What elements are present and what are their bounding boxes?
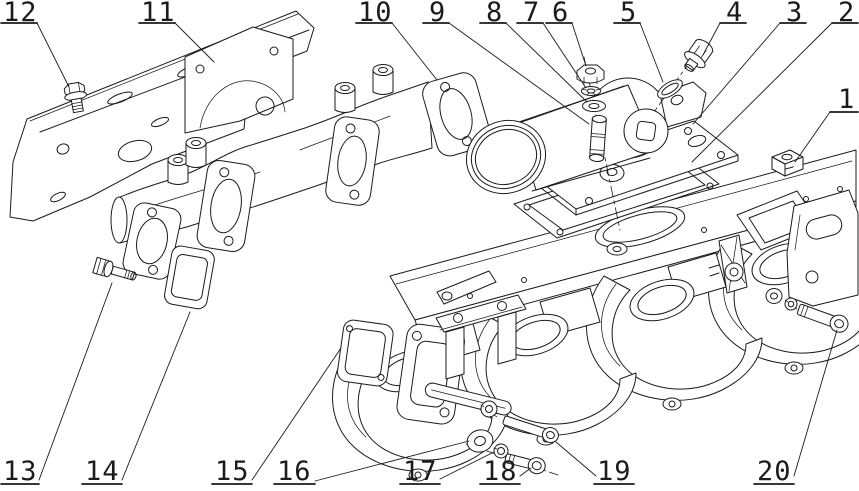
- callout-5-label: 5: [620, 0, 637, 28]
- callout-16-label: 16: [277, 456, 312, 487]
- x-bracket: [708, 234, 748, 294]
- callout-1: 1: [794, 84, 859, 163]
- inlet-pipe-housing: [465, 77, 707, 194]
- hardware-16-19: [465, 415, 559, 476]
- mounting-block-1: [771, 149, 804, 177]
- callout-14-label: 14: [85, 456, 120, 487]
- callout-20-label: 20: [757, 456, 792, 487]
- callout-14: 14: [81, 311, 191, 487]
- callout-13-label: 13: [3, 456, 38, 487]
- shield-bolt: [63, 81, 88, 114]
- callout-15-label: 15: [215, 456, 250, 487]
- callout-17-label: 17: [403, 456, 438, 487]
- callout-19: 19: [555, 441, 635, 487]
- callout-11-label: 11: [141, 0, 176, 28]
- callout-10-label: 10: [358, 0, 393, 28]
- callout-9-label: 9: [429, 0, 446, 28]
- callout-16: 16: [273, 440, 470, 487]
- callout-15: 15: [211, 347, 342, 487]
- callout-6-label: 6: [552, 0, 569, 28]
- intake-gasket-15: [337, 319, 394, 387]
- callout-8-label: 8: [486, 0, 503, 28]
- spring-washer-7: [581, 86, 601, 96]
- short-bolt-18: [504, 453, 546, 475]
- callout-10: 10: [355, 0, 438, 81]
- callout-13: 13: [0, 282, 113, 487]
- seal-washer-5: [657, 79, 683, 99]
- callout-2: 2: [691, 0, 859, 163]
- hex-plug-bolt-4: [684, 38, 714, 72]
- callout-3: 3: [692, 0, 807, 125]
- plug-bolt-group: [653, 38, 714, 113]
- flat-washer-8: [582, 100, 606, 112]
- callout-19-label: 19: [597, 456, 632, 487]
- callout-17: 17: [399, 451, 495, 487]
- callout-12: 12: [0, 0, 70, 88]
- exhaust-manifold: [110, 26, 492, 280]
- callout-12-label: 12: [3, 0, 38, 28]
- long-bolt-19: [502, 415, 559, 444]
- callout-1-label: 1: [838, 84, 855, 115]
- callout-7: 7: [516, 0, 587, 89]
- end-flange: [786, 189, 859, 307]
- hex-nut-6: [576, 64, 605, 85]
- callout-20: 20: [753, 329, 838, 487]
- callout-4: 4: [702, 0, 747, 56]
- callout-9: 9: [422, 0, 590, 125]
- callout-11: 11: [138, 0, 215, 63]
- lock-nut-17: [493, 443, 509, 459]
- callout-18: 18: [479, 456, 532, 487]
- callout-4-label: 4: [726, 0, 743, 28]
- washer-16: [466, 429, 494, 453]
- exhaust-gasket: [164, 245, 215, 310]
- callout-3-label: 3: [786, 0, 803, 28]
- callout-18-label: 18: [483, 456, 518, 487]
- flange-bolt-20-group: [765, 288, 849, 333]
- callout-5: 5: [613, 0, 664, 83]
- center-bracket: [424, 294, 527, 418]
- callout-6: 6: [545, 0, 587, 67]
- callout-7-label: 7: [523, 0, 540, 28]
- callout-2-label: 2: [838, 0, 855, 28]
- stud-9: [589, 115, 607, 162]
- fastener-stack: [576, 56, 621, 231]
- manifold-bolt-13: [92, 256, 137, 281]
- callout-8: 8: [479, 0, 588, 103]
